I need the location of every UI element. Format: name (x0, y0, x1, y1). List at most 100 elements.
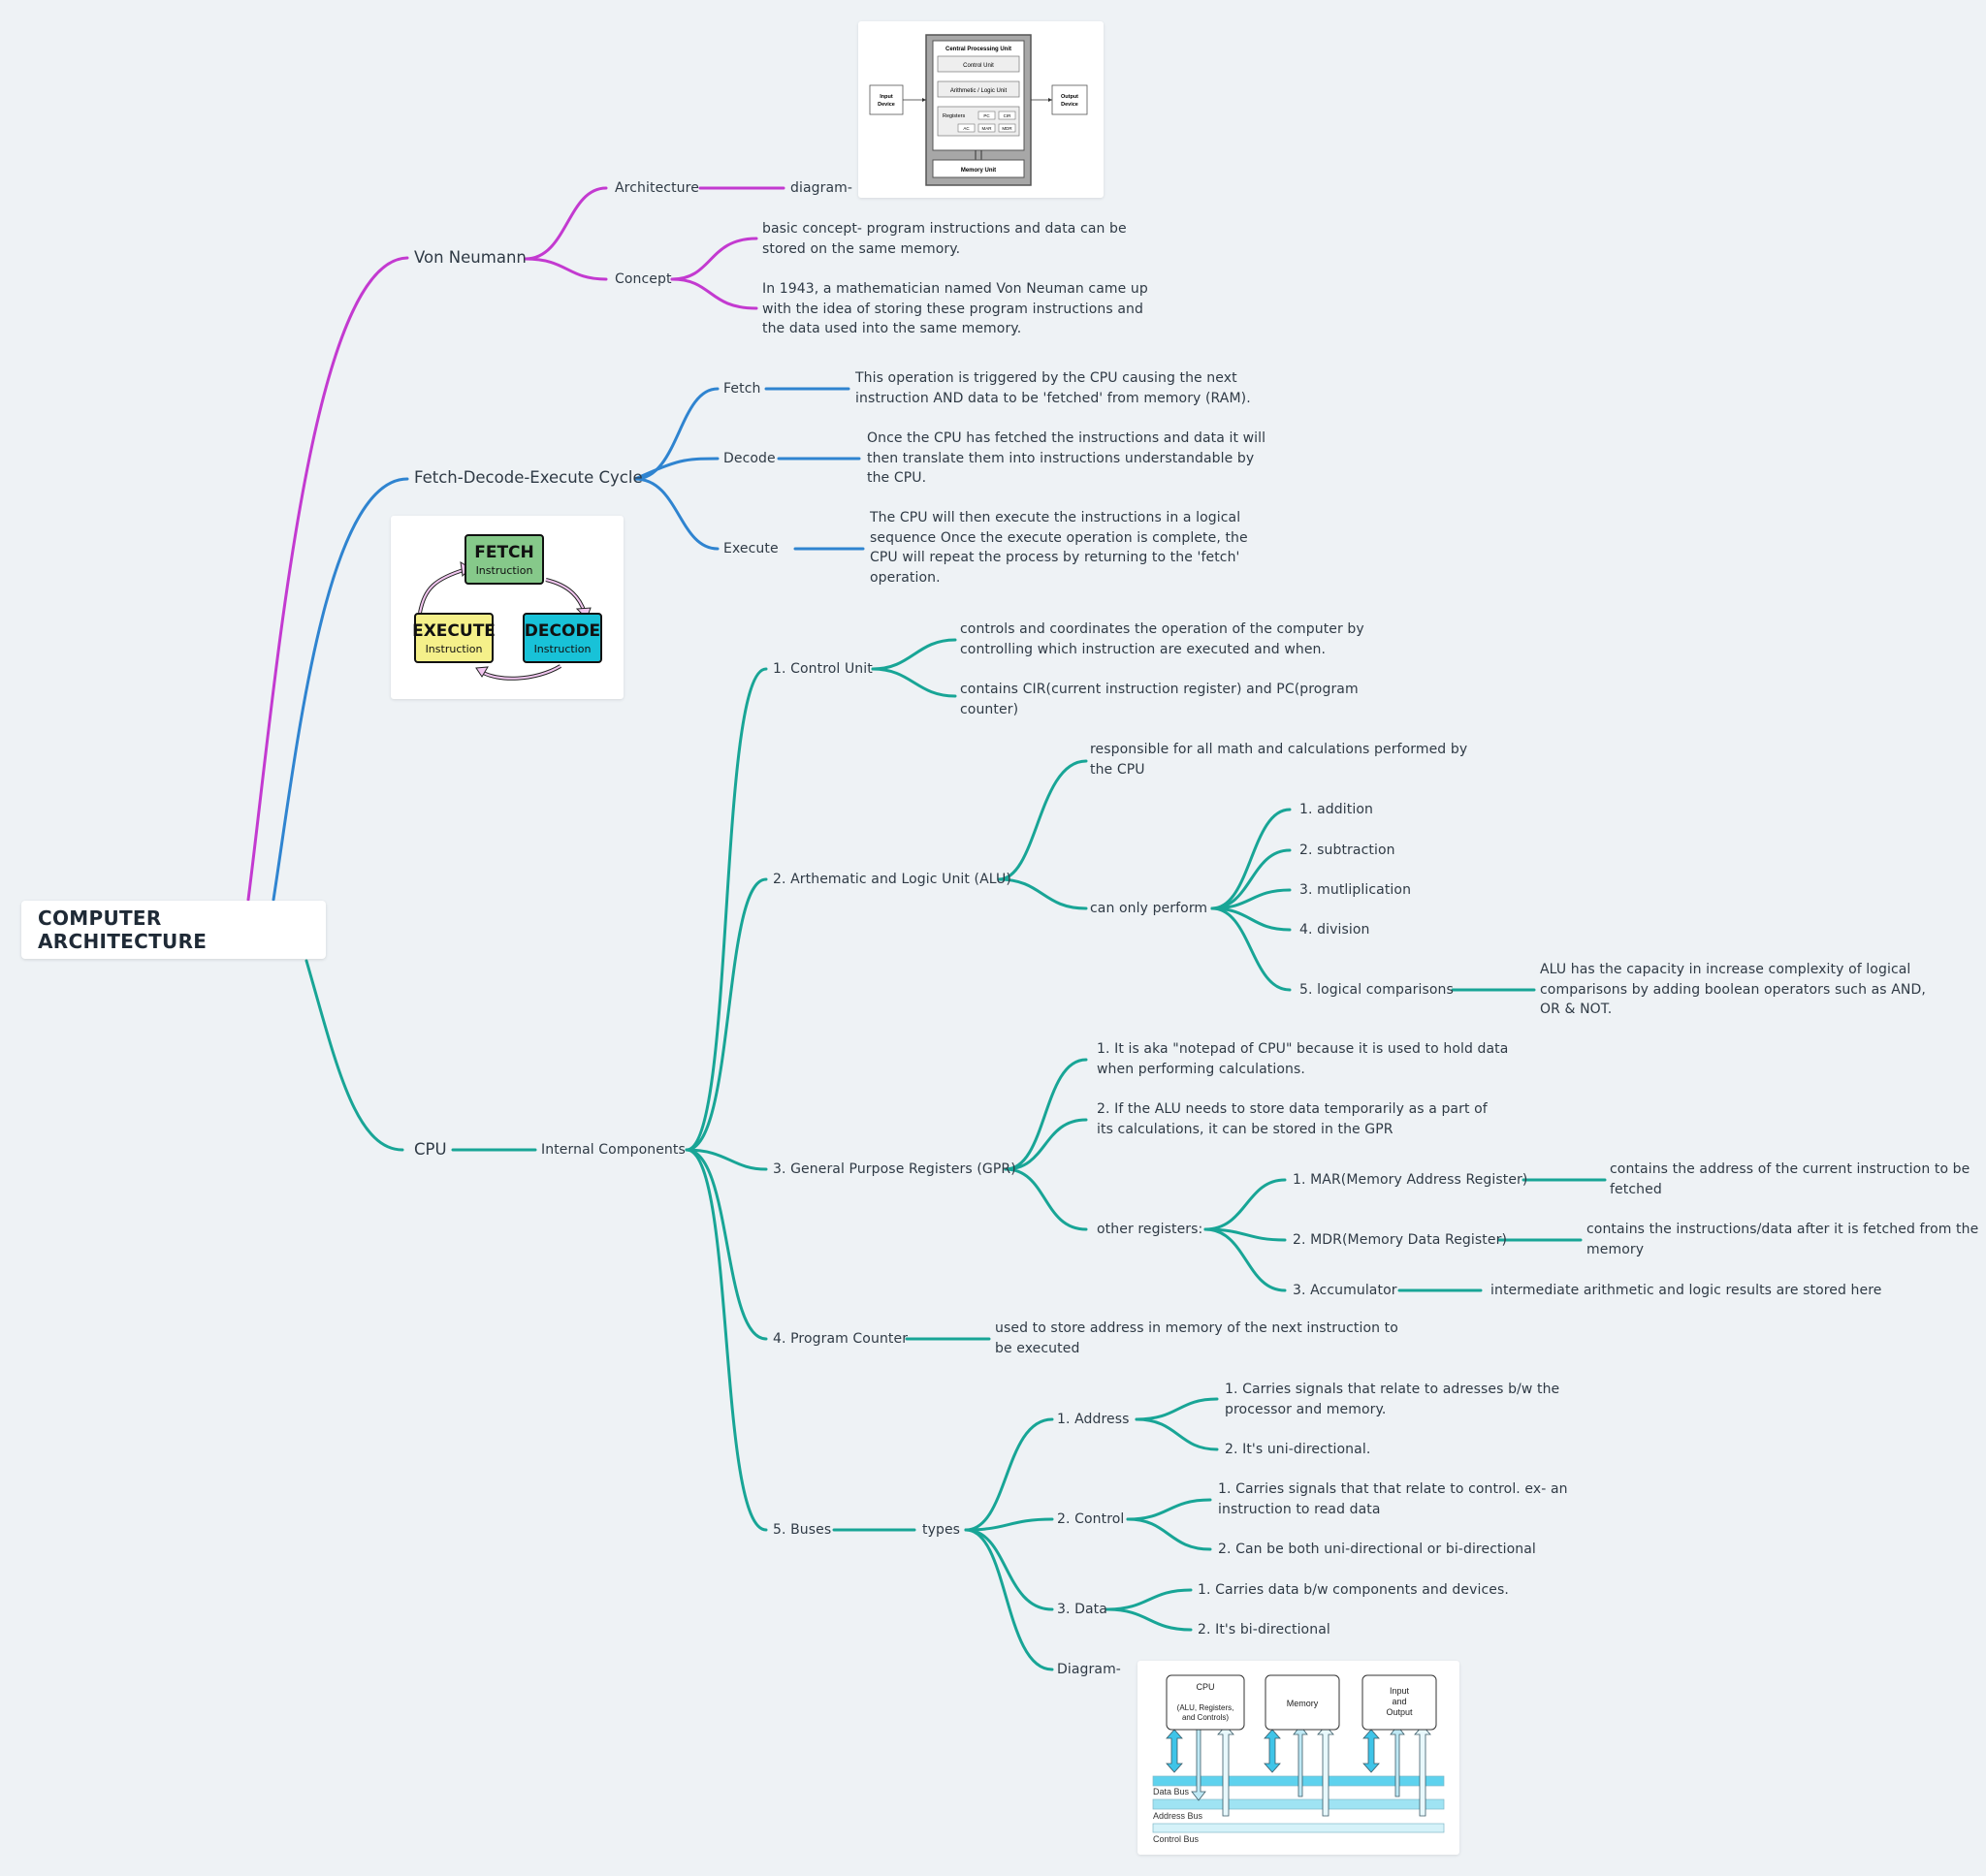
alu-op-addition[interactable]: 1. addition (1299, 802, 1373, 817)
register-accumulator-desc[interactable]: intermediate arithmetic and logic result… (1490, 1283, 1882, 1298)
cycle-decode-sub: Instruction (534, 643, 592, 655)
alu-can-only-perform[interactable]: can only perform (1090, 901, 1208, 916)
text-line: The CPU will then execute the instructio… (870, 510, 1241, 525)
program-counter-desc[interactable]: used to store address in memory of the n… (995, 1319, 1398, 1358)
cpu-branch-lines (304, 638, 1607, 1671)
topic-cpu[interactable]: CPU (414, 1140, 447, 1159)
topic-architecture[interactable]: Architecture (615, 180, 699, 196)
alu-box: Arithmetic / Logic Unit (950, 88, 1008, 94)
bus-io-line3: Output (1386, 1707, 1413, 1717)
cycle-fetch-word: FETCH (474, 543, 534, 562)
bus-diagram-image[interactable]: Data Bus Address Bus Control Bus CPU (AL… (1137, 1661, 1459, 1855)
alu-op-logical[interactable]: 5. logical comparisons (1299, 982, 1454, 998)
text-line: Once the CPU has fetched the instruction… (867, 430, 1266, 446)
bus-io-line2: and (1392, 1697, 1406, 1706)
register-mar-desc[interactable]: contains the address of the current inst… (1610, 1160, 1970, 1199)
bus-control-desc-a[interactable]: 1. Carries signals that that relate to c… (1218, 1479, 1568, 1519)
input-device-line1: Input (880, 94, 893, 100)
bus-data[interactable]: 3. Data (1057, 1602, 1107, 1617)
output-device-line2: Device (1061, 102, 1078, 108)
topic-execute[interactable]: Execute (723, 541, 779, 556)
alu-op-division[interactable]: 4. division (1299, 922, 1370, 938)
mdr-register: MDR (1002, 126, 1012, 131)
text-line: be executed (995, 1340, 1080, 1356)
decode-description[interactable]: Once the CPU has fetched the instruction… (867, 429, 1265, 489)
text-line: 1. Carries signals that relate to adress… (1225, 1382, 1560, 1397)
bus-diagram: Data Bus Address Bus Control Bus CPU (AL… (1152, 1674, 1445, 1844)
bus-control[interactable]: 2. Control (1057, 1511, 1125, 1527)
concept-history[interactable]: In 1943, a mathematician named Von Neuma… (762, 279, 1148, 339)
control-bus-label: Control Bus (1153, 1834, 1200, 1844)
cpu-title: Central Processing Unit (945, 47, 1011, 52)
topic-concept[interactable]: Concept (615, 271, 672, 287)
registers-label: Registers (943, 113, 965, 119)
text-line: the data used into the same memory. (762, 321, 1022, 336)
gpr-desc-a[interactable]: 1. It is aka "notepad of CPU" because it… (1097, 1039, 1508, 1079)
alu-logical-note[interactable]: ALU has the capacity in increase complex… (1540, 960, 1926, 1020)
topic-von-neumann[interactable]: Von Neumann (414, 248, 527, 267)
alu-op-multiplication[interactable]: 3. mutliplication (1299, 882, 1412, 898)
register-mdr-desc[interactable]: contains the instructions/data after it … (1586, 1220, 1978, 1259)
von-neumann-architecture-image[interactable]: Central Processing Unit Control Unit Ari… (858, 21, 1104, 198)
control-unit-desc-b[interactable]: contains CIR(current instruction registe… (960, 680, 1359, 719)
root-topic[interactable]: COMPUTER ARCHITECTURE (21, 901, 326, 959)
mar-register: MAR (982, 126, 993, 131)
register-accumulator[interactable]: 3. Accumulator (1293, 1283, 1397, 1298)
bus-data-desc-b[interactable]: 2. It's bi-directional (1198, 1622, 1330, 1638)
topic-internal-components[interactable]: Internal Components (541, 1142, 686, 1158)
text-line: This operation is triggered by the CPU c… (855, 370, 1237, 386)
bus-control-desc-b[interactable]: 2. Can be both uni-directional or bi-dir… (1218, 1542, 1536, 1557)
topic-gpr[interactable]: 3. General Purpose Registers (GPR) (773, 1161, 1016, 1177)
cycle-execute-sub: Instruction (426, 643, 483, 655)
text-line: responsible for all math and calculation… (1090, 742, 1468, 757)
register-mar[interactable]: 1. MAR(Memory Address Register) (1293, 1172, 1528, 1188)
text-line: operation. (870, 569, 941, 586)
topic-control-unit[interactable]: 1. Control Unit (773, 661, 873, 677)
control-unit-box: Control Unit (963, 63, 994, 69)
register-mdr[interactable]: 2. MDR(Memory Data Register) (1293, 1232, 1508, 1248)
cycle-execute-word: EXECUTE (412, 621, 496, 641)
architecture-diagram: Central Processing Unit Control Unit Ari… (869, 34, 1088, 186)
text-line: the CPU. (867, 470, 927, 486)
text-line: contains CIR(current instruction registe… (960, 682, 1359, 697)
alu-op-subtraction[interactable]: 2. subtraction (1299, 843, 1395, 858)
bus-cpu-title: CPU (1196, 1682, 1214, 1692)
text-line: 1. Carries signals that that relate to c… (1218, 1481, 1568, 1497)
topic-program-counter[interactable]: 4. Program Counter (773, 1331, 909, 1347)
text-line: OR & NOT. (1540, 1002, 1613, 1017)
topic-fetch-decode-execute[interactable]: Fetch-Decode-Execute Cycle (414, 468, 643, 487)
buses-types[interactable]: types (922, 1522, 961, 1538)
bus-address[interactable]: 1. Address (1057, 1412, 1130, 1427)
gpr-other-registers[interactable]: other registers: (1097, 1222, 1203, 1237)
bus-address-desc-b[interactable]: 2. It's uni-directional. (1225, 1442, 1371, 1457)
text-line: controls and coordinates the operation o… (960, 621, 1364, 637)
architecture-diagram-label[interactable]: diagram- (790, 180, 853, 196)
von-neumann-branch-lines (246, 186, 785, 902)
cycle-decode-word: DECODE (525, 621, 600, 641)
fetch-description[interactable]: This operation is triggered by the CPU c… (855, 368, 1251, 408)
topic-buses[interactable]: 5. Buses (773, 1522, 832, 1538)
bus-diagram-label[interactable]: Diagram- (1057, 1662, 1121, 1677)
text-line: processor and memory. (1225, 1401, 1387, 1417)
alu-responsible[interactable]: responsible for all math and calculation… (1090, 740, 1467, 779)
gpr-desc-b[interactable]: 2. If the ALU needs to store data tempor… (1097, 1099, 1488, 1139)
output-device-line1: Output (1061, 94, 1078, 100)
bus-data-desc-a[interactable]: 1. Carries data b/w components and devic… (1198, 1582, 1509, 1598)
text-line: 1. It is aka "notepad of CPU" because it… (1097, 1041, 1509, 1057)
topic-fetch[interactable]: Fetch (723, 381, 761, 397)
text-line: counter) (960, 701, 1019, 717)
fetch-decode-execute-cycle-image[interactable]: FETCH Instruction DECODE Instruction EXE… (391, 516, 624, 699)
text-line: CPU will repeat the process by returning… (870, 550, 1240, 565)
topic-decode[interactable]: Decode (723, 451, 776, 466)
control-unit-desc-a[interactable]: controls and coordinates the operation o… (960, 620, 1364, 659)
text-line: instruction AND data to be 'fetched' fro… (855, 390, 1251, 406)
text-line: fetched (1610, 1181, 1662, 1197)
execute-description[interactable]: The CPU will then execute the instructio… (870, 508, 1248, 588)
bus-cpu-sub1: (ALU, Registers, (1177, 1703, 1234, 1712)
text-line: then translate them into instructions un… (867, 450, 1255, 466)
topic-alu[interactable]: 2. Arthematic and Logic Unit (ALU) (773, 872, 1011, 887)
bus-address-desc-a[interactable]: 1. Carries signals that relate to adress… (1225, 1380, 1559, 1419)
text-line: instruction to read data (1218, 1501, 1381, 1517)
concept-basic[interactable]: basic concept- program instructions and … (762, 219, 1127, 259)
